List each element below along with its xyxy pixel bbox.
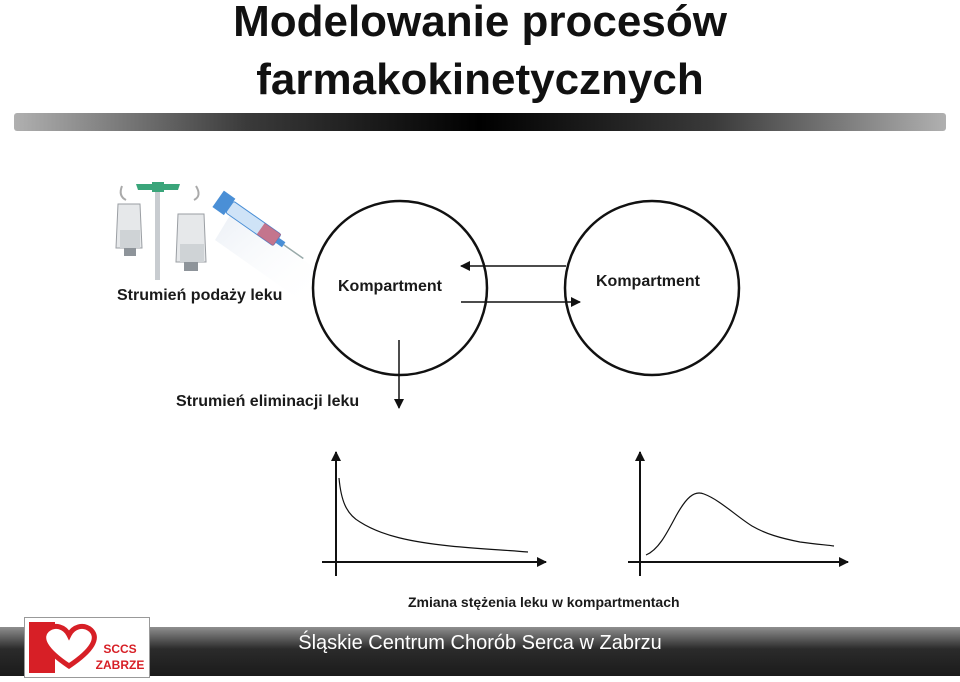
compartment-right-label: Kompartment: [596, 273, 701, 290]
footer-bar: [0, 627, 960, 676]
compartment-left-circle: [311, 199, 489, 377]
elimination-flow-label: Strumień eliminacji leku: [176, 393, 360, 410]
page-title-line-1: Modelowanie procesów: [233, 0, 727, 46]
graph-decay: [322, 451, 547, 576]
input-flow-label: Strumień podaży leku: [117, 287, 283, 304]
syringe-icon: [212, 190, 318, 300]
graph-peak-curve: [645, 492, 835, 556]
compartment-right-circle: [563, 199, 741, 377]
page-title-line-2: farmakokinetycznych: [256, 55, 704, 104]
logo-line-1: SCCS: [103, 642, 137, 656]
graph-peak: [628, 451, 849, 576]
iv-drip-icon: [115, 182, 207, 280]
compartment-left-label: Kompartment: [338, 278, 443, 295]
heart-icon: [29, 622, 97, 673]
sccs-logo: [24, 617, 150, 678]
graphs-caption: Zmiana stężenia leku w kompartmentach: [408, 594, 680, 610]
footer-institution: Śląskie Centrum Chorób Serca w Zabrzu: [298, 632, 662, 654]
title-divider: [14, 113, 946, 131]
logo-line-2: ZABRZE: [95, 658, 145, 672]
graph-decay-curve: [338, 477, 529, 553]
